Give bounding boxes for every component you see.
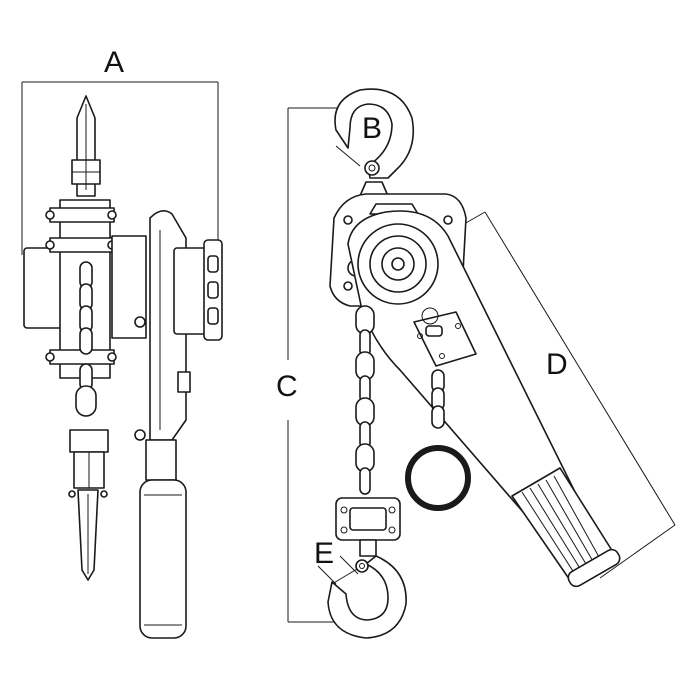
side-bolt	[45, 240, 55, 250]
dimension-label-c: C	[276, 370, 298, 403]
dimension-e-line	[317, 555, 359, 585]
dimension-a-line	[21, 81, 219, 255]
front-view	[287, 88, 676, 639]
bottom-hook-block	[335, 497, 401, 557]
side-load-chain	[75, 261, 97, 417]
side-view	[21, 81, 223, 639]
side-bolt	[107, 352, 117, 362]
side-plate-bar-mid	[49, 237, 115, 253]
dimension-label-b: B	[362, 112, 382, 145]
side-bolt	[45, 210, 55, 220]
side-top-hook	[71, 95, 101, 197]
side-plate-bar-top	[49, 207, 115, 223]
lever-plate	[413, 307, 477, 367]
top-hook	[334, 88, 415, 197]
hand-chain	[405, 369, 471, 511]
dimension-label-a: A	[104, 46, 124, 79]
dimension-label-d: D	[546, 348, 568, 381]
side-bolt	[45, 352, 55, 362]
dimension-c-line	[287, 107, 350, 623]
dimension-label-e: E	[314, 537, 334, 570]
lever-grip	[511, 467, 621, 588]
side-bolt	[107, 210, 117, 220]
load-chain	[355, 305, 375, 495]
side-bottom-hook	[68, 429, 109, 581]
side-brake-cover	[173, 239, 223, 341]
side-lever-grip	[139, 479, 187, 639]
gear-wheel	[357, 223, 439, 305]
bottom-hook	[327, 555, 407, 639]
